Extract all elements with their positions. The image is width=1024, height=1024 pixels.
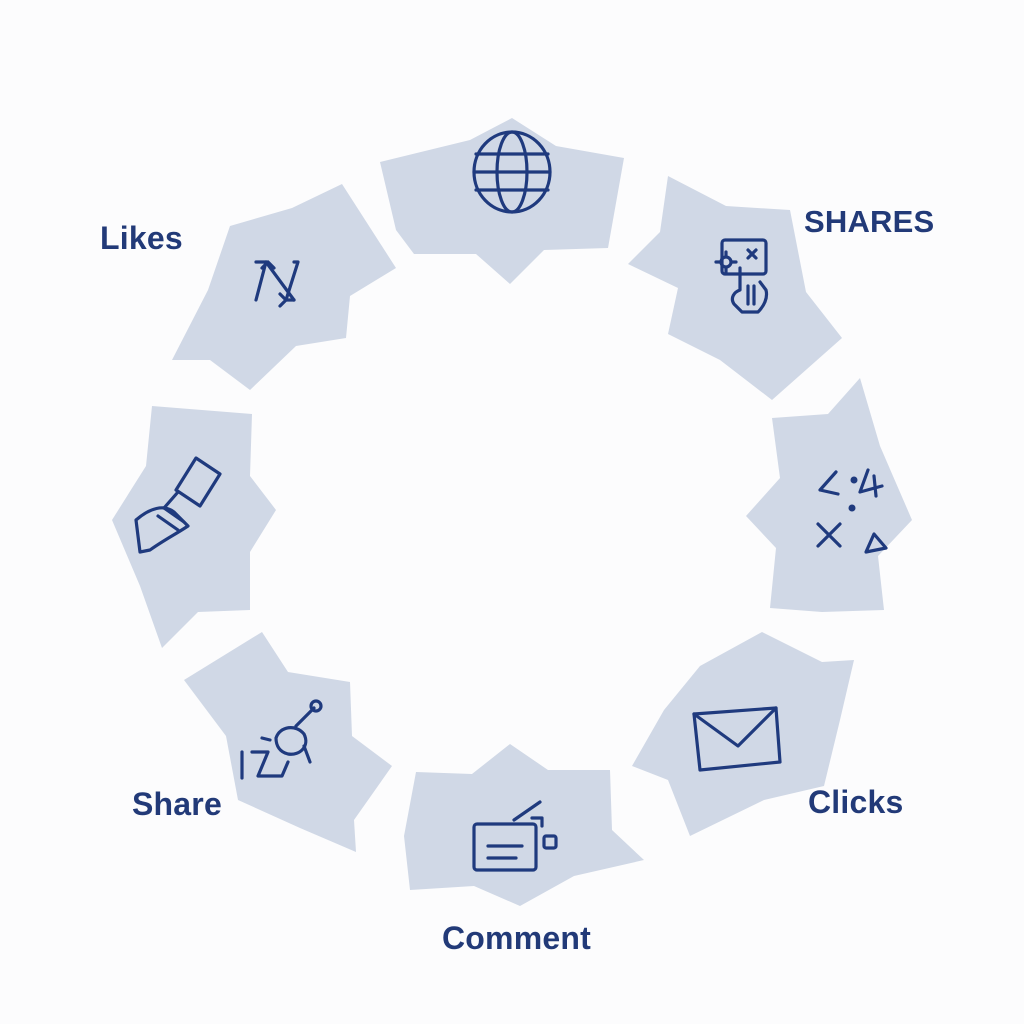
label-clicks: Clicks — [808, 784, 904, 820]
hook-node-icon — [240, 699, 323, 780]
segment-left-shape — [112, 406, 276, 648]
label-likes: Likes — [100, 220, 183, 256]
math-symbols-icon — [816, 468, 888, 554]
label-comment: Comment — [442, 920, 591, 956]
segment-right — [746, 378, 912, 612]
segment-right-shape — [746, 378, 912, 612]
segment-bottom-left — [184, 632, 392, 852]
segment-bottom-right-shape — [632, 632, 854, 836]
message-card-icon — [472, 800, 558, 872]
hand-tag-icon — [134, 456, 222, 554]
label-shares: SHARES — [804, 204, 935, 239]
segment-top-right — [628, 176, 842, 400]
segment-top-left — [172, 184, 396, 390]
envelope-icon — [692, 706, 782, 772]
segment-bottom — [404, 744, 644, 906]
segment-top — [380, 118, 624, 284]
segment-top-right-shape — [628, 176, 842, 400]
label-share: Share — [132, 786, 222, 822]
globe-icon — [472, 130, 552, 214]
segment-bottom-left-shape — [184, 632, 392, 852]
segment-bottom-right — [632, 632, 854, 836]
hand-card-icon — [714, 238, 769, 314]
transfer-arrows-icon — [254, 260, 300, 308]
segment-left — [112, 406, 276, 648]
